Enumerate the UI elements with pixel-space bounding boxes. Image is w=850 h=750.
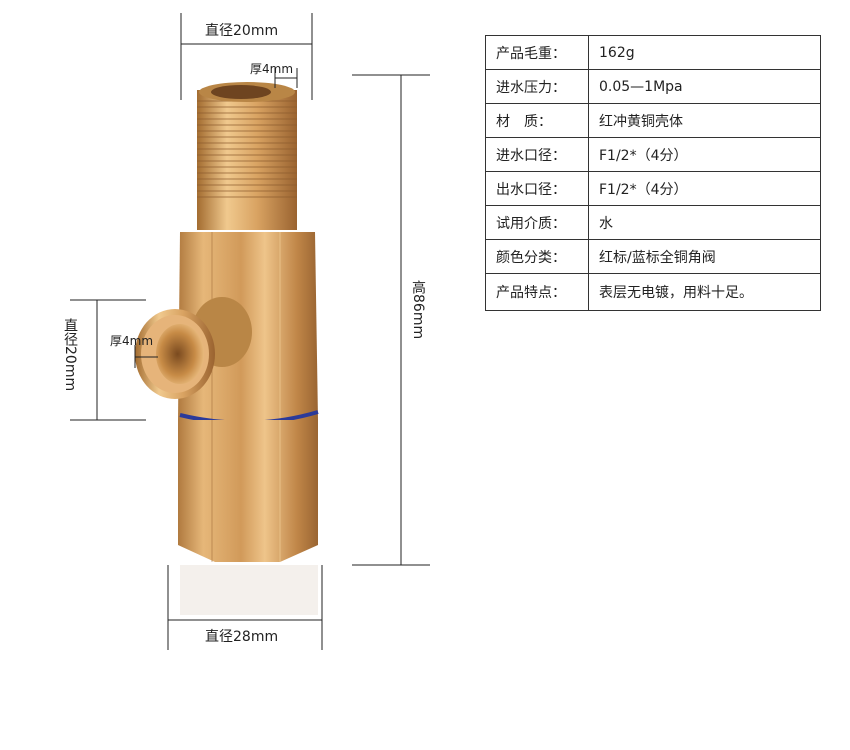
table-row: 进水口径： F1/2*（4分） [485, 137, 821, 172]
spec-label: 材 质： [485, 103, 589, 138]
spec-label: 进水口径： [485, 137, 589, 172]
table-row: 材 质： 红冲黄铜壳体 [485, 103, 821, 138]
table-row: 试用介质： 水 [485, 205, 821, 240]
side-diameter-label: 直径20mm [62, 318, 78, 392]
spec-value: 表层无电镀，用料十足。 [588, 273, 821, 311]
spec-label: 进水压力： [485, 69, 589, 104]
table-row: 出水口径： F1/2*（4分） [485, 171, 821, 206]
spec-value: 0.05—1Mpa [588, 69, 821, 104]
top-diameter-label: 直径20mm [205, 23, 279, 39]
table-row: 产品特点： 表层无电镀，用料十足。 [485, 273, 821, 311]
spec-value: 水 [588, 205, 821, 240]
valve-illustration [70, 13, 430, 650]
spec-label: 颜色分类： [485, 239, 589, 274]
height-label: 高86mm [410, 280, 426, 340]
spec-value: F1/2*（4分） [588, 137, 821, 172]
side-thickness-label: 厚4mm [110, 334, 154, 348]
table-row: 进水压力： 0.05—1Mpa [485, 69, 821, 104]
spec-label: 出水口径： [485, 171, 589, 206]
spec-label: 试用介质： [485, 205, 589, 240]
spec-value: F1/2*（4分） [588, 171, 821, 206]
spec-label: 产品毛重： [485, 35, 589, 70]
top-thickness-label: 厚4mm [250, 62, 294, 76]
table-row: 产品毛重： 162g [485, 35, 821, 70]
bottom-diameter-label: 直径28mm [205, 629, 279, 645]
spec-table: 产品毛重： 162g 进水压力： 0.05—1Mpa 材 质： 红冲黄铜壳体 进… [485, 35, 821, 311]
spec-value: 162g [588, 35, 821, 70]
spec-label: 产品特点： [485, 273, 589, 311]
spec-value: 红冲黄铜壳体 [588, 103, 821, 138]
table-row: 颜色分类： 红标/蓝标全铜角阀 [485, 239, 821, 274]
spec-value: 红标/蓝标全铜角阀 [588, 239, 821, 274]
